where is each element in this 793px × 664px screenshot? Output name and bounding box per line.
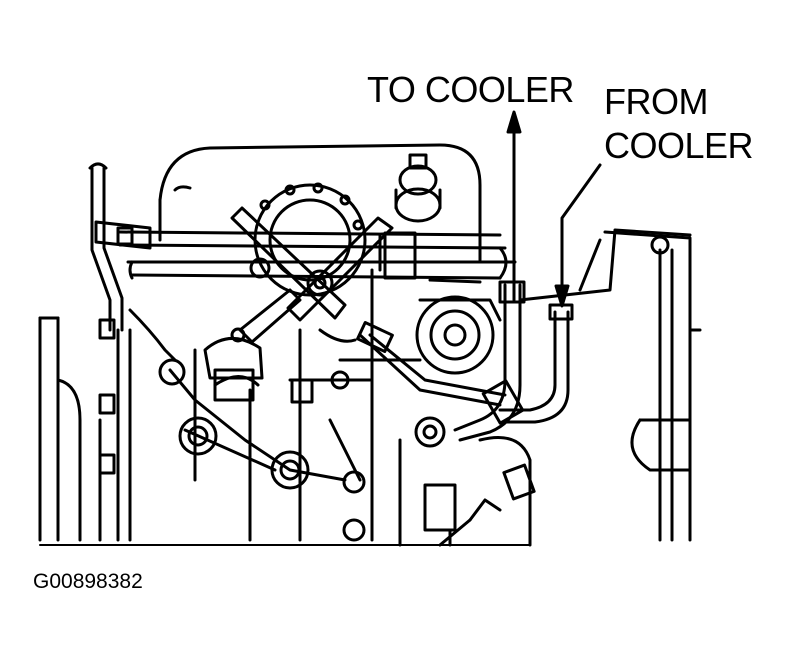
to-cooler-arrow — [506, 110, 522, 302]
valve-cover — [118, 143, 517, 280]
right-bracket — [518, 228, 702, 542]
filler-cap — [394, 153, 442, 223]
from-cooler-label-line1: FROM — [604, 81, 708, 122]
left-side-pipes — [38, 162, 132, 542]
cooler-lines — [414, 280, 574, 448]
sensor-wiring — [128, 308, 507, 542]
from-cooler-arrow — [554, 163, 602, 308]
idler-pulley — [415, 278, 502, 375]
lower-right-components — [398, 436, 536, 547]
engine-block-center — [193, 231, 422, 542]
left-hose-clamp — [94, 220, 152, 250]
from-cooler-label-line2: COOLER — [604, 125, 754, 166]
to-cooler-label: TO COOLER — [367, 69, 574, 110]
lift-brackets — [230, 206, 394, 344]
figure-id: G00898382 — [33, 570, 143, 593]
